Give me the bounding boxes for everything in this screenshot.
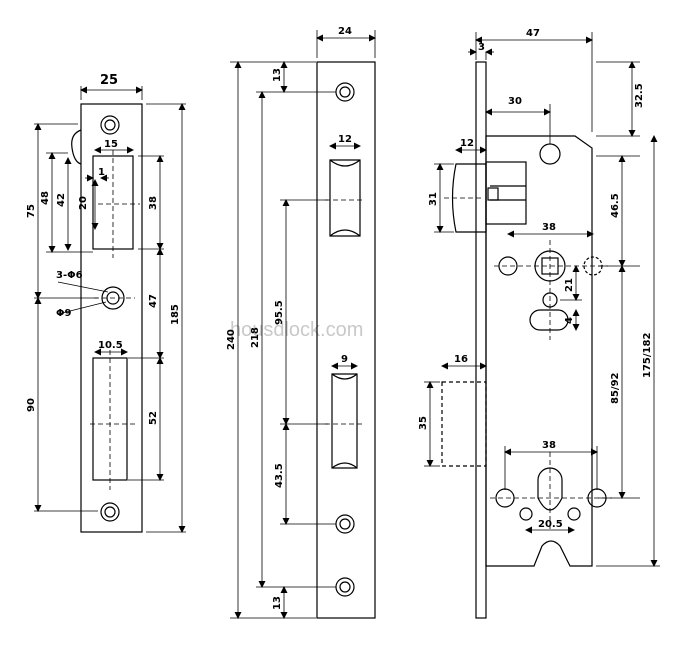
svg-text:1: 1 xyxy=(98,167,105,178)
svg-text:38: 38 xyxy=(542,222,556,233)
lock-body-dimensions xyxy=(424,32,660,567)
svg-text:20: 20 xyxy=(78,196,89,210)
svg-text:42: 42 xyxy=(56,193,67,207)
svg-text:35: 35 xyxy=(418,416,429,430)
strike-bottom-hole xyxy=(100,502,120,522)
faceplate-bottom-screw xyxy=(335,577,355,597)
strike-hole-label-a: 3-Φ6 xyxy=(56,270,83,281)
svg-text:48: 48 xyxy=(40,191,51,205)
svg-text:31: 31 xyxy=(428,192,439,206)
svg-text:30: 30 xyxy=(508,96,522,107)
svg-text:12: 12 xyxy=(338,134,352,145)
strike-plate-outline xyxy=(80,103,143,533)
svg-text:47: 47 xyxy=(148,294,159,308)
lock-cylinder-cutout xyxy=(537,467,563,511)
svg-text:13: 13 xyxy=(272,68,283,82)
svg-text:3: 3 xyxy=(478,42,485,53)
svg-text:4: 4 xyxy=(564,317,575,324)
svg-text:43.5: 43.5 xyxy=(274,463,285,488)
svg-text:218: 218 xyxy=(250,327,261,348)
lock-body-width-label: 47 xyxy=(526,28,540,39)
faceplate-outline xyxy=(316,61,376,619)
strike-plate xyxy=(71,103,143,533)
svg-text:90: 90 xyxy=(26,398,37,412)
strike-width-label: 25 xyxy=(100,73,118,88)
lock-case xyxy=(485,135,593,567)
svg-text:52: 52 xyxy=(148,411,159,425)
svg-text:175/182: 175/182 xyxy=(642,333,653,378)
svg-text:38: 38 xyxy=(148,196,159,210)
faceplate-bolt-slot xyxy=(331,373,358,469)
strike-dimensions xyxy=(34,86,186,533)
svg-text:75: 75 xyxy=(26,204,37,218)
faceplate-width-label: 24 xyxy=(338,26,352,37)
svg-text:20.5: 20.5 xyxy=(538,519,563,530)
svg-text:13: 13 xyxy=(272,596,283,610)
faceplate-top-screw xyxy=(335,82,355,102)
faceplate-dimension-labels: 24 13 12 240 218 95.5 9 43.5 13 xyxy=(226,26,352,610)
lock-body-dimension-labels: 47 3 32.5 30 12 31 46.5 38 21 4 16 85/92… xyxy=(418,28,653,530)
svg-text:32.5: 32.5 xyxy=(634,83,645,108)
svg-text:16: 16 xyxy=(454,354,468,365)
strike-dimension-labels: 25 15 1 20 75 48 42 38 3-Φ6 Φ9 47 185 10… xyxy=(26,73,181,425)
faceplate-mid-screw xyxy=(335,514,355,534)
svg-text:85/92: 85/92 xyxy=(610,372,621,404)
svg-text:15: 15 xyxy=(104,139,118,150)
svg-text:38: 38 xyxy=(542,440,556,451)
faceplate-latch-slot xyxy=(329,159,361,237)
svg-text:240: 240 xyxy=(226,329,237,350)
lock-latch-mechanism xyxy=(485,161,527,225)
svg-text:21: 21 xyxy=(564,278,575,292)
svg-text:185: 185 xyxy=(170,304,181,325)
lock-dead-bolt xyxy=(441,381,487,467)
lock-latch-bolt xyxy=(451,163,487,233)
svg-text:12: 12 xyxy=(460,138,474,149)
strike-top-hole xyxy=(100,115,120,135)
svg-text:46.5: 46.5 xyxy=(610,193,621,218)
faceplate xyxy=(316,61,376,619)
lock-oval-slot xyxy=(529,309,569,331)
svg-text:95.5: 95.5 xyxy=(274,300,285,325)
svg-text:9: 9 xyxy=(341,354,348,365)
strike-hole-label-b: Φ9 xyxy=(56,308,72,319)
faceplate-dimensions xyxy=(230,30,376,619)
strike-lip xyxy=(71,129,82,165)
lock-body xyxy=(441,61,612,619)
lock-front-plate xyxy=(475,61,487,619)
svg-text:10.5: 10.5 xyxy=(98,340,123,351)
